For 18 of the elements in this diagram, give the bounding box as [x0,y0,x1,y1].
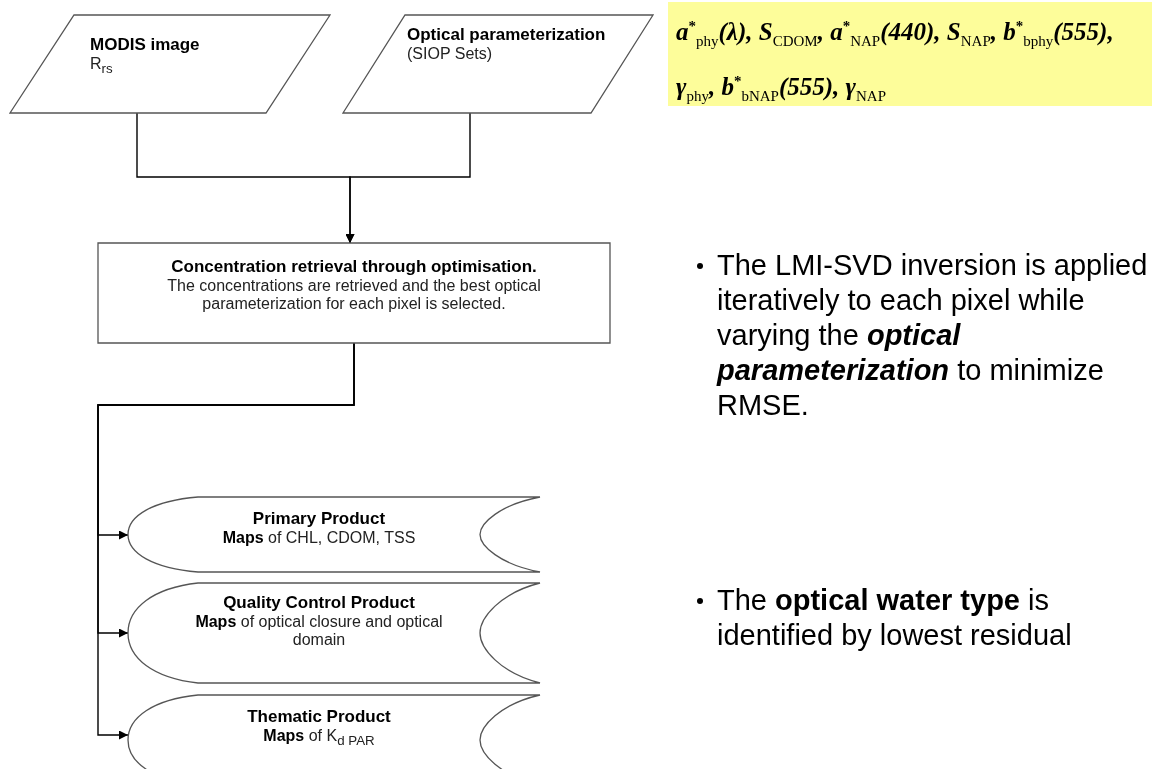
formula-text: a$^{*}$$_{phy}$(λ), S$_{CDOM}$, a$^{*}$$_{NAP}$(440), S$_{NAP}$, b$^{*}$$_{bphy}$(555), γ$_{phy}$, b$^{*}$$_{bNAP}$(555), γ$_{NAP}$ [676,17,1115,107]
bullet-point: The optical water type is identified by lowest residual [695,583,1157,653]
node-text: Maps of optical closure and optical domain [194,613,444,649]
node-text: (SIOP Sets) [407,45,494,63]
node-heading: Thematic Product [246,707,392,727]
highlight-box [668,2,1152,106]
node-text: R$_{rs}$ [90,55,114,77]
node-heading: MODIS image [90,35,201,55]
connector-arrow [97,342,355,740]
connector-arrow [345,112,471,244]
node-heading: Primary Product [251,509,387,529]
node-text: Maps of CHL, CDOM, TSS [221,529,417,547]
node-heading: Quality Control Product [222,593,416,613]
bullet-point: The LMI-SVD inversion is applied iteratively to each pixel while varying the optical parameterization to minimize RMSE. [695,248,1157,423]
node-text: The concentrations are retrieved and the best optical parameterization for each pixel is selected. [166,277,542,313]
node-text: Maps of K$_{d PAR}$ [262,727,376,749]
node-heading: Concentration retrieval through optimisation. [170,257,538,277]
node-heading: Optical parameterization [407,25,607,45]
